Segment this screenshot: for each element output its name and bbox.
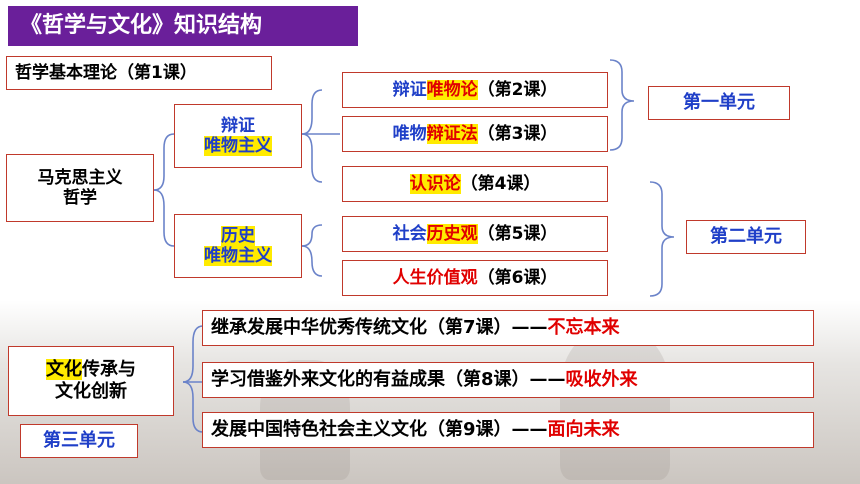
lesson-7-box: 继承发展中华优秀传统文化（第7课）——不忘本来 xyxy=(202,310,814,346)
culture-rest: 传承与 xyxy=(82,359,136,381)
marxist-philosophy-box: 马克思主义 哲学 xyxy=(6,154,154,222)
lesson-2-part-a: 辩证 xyxy=(392,79,427,100)
page-title: 《哲学与文化》知识结构 xyxy=(8,6,358,46)
lesson-3-part-a: 唯物 xyxy=(392,123,427,144)
lesson-4-part-c: （第4课） xyxy=(460,173,541,194)
lesson-5-box: 社会历史观（第5课） xyxy=(342,216,608,252)
lesson-2-box: 辩证唯物论（第2课） xyxy=(342,72,608,108)
lesson-7-part-b: 不忘本来 xyxy=(547,317,620,339)
culture-box: 文化传承与 文化创新 xyxy=(8,346,174,416)
lesson-9-box: 发展中国特色社会主义文化（第9课）——面向未来 xyxy=(202,412,814,448)
dialectical-line2: 唯物主义 xyxy=(204,136,272,157)
lesson-6-box: 人生价值观（第6课） xyxy=(342,260,608,296)
unit-2-label: 第二单元 xyxy=(710,226,782,248)
unit-1-label: 第一单元 xyxy=(683,92,755,114)
lesson-9-part-b: 面向未来 xyxy=(547,419,620,441)
dialectical-line1: 辩证 xyxy=(221,115,255,136)
historical-line2: 唯物主义 xyxy=(204,246,272,267)
lesson-4-box: 认识论（第4课） xyxy=(342,166,608,202)
unit-3-label: 第三单元 xyxy=(43,430,115,452)
dialectical-materialism-box: 辩证 唯物主义 xyxy=(174,104,302,168)
lesson-2-part-b: 唯物论 xyxy=(426,79,478,101)
marxist-line2: 哲学 xyxy=(63,188,97,208)
lesson-8-box: 学习借鉴外来文化的有益成果（第8课）——吸收外来 xyxy=(202,362,814,398)
background-statue xyxy=(560,330,670,480)
lesson-5-part-c: （第5课） xyxy=(477,223,558,244)
basic-theory-label: 哲学基本理论（第1课） xyxy=(15,62,197,83)
lesson-7-part-a: 继承发展中华优秀传统文化（第7课）—— xyxy=(211,317,548,339)
lesson-2-part-c: （第2课） xyxy=(477,79,558,100)
lesson-5-part-b: 历史观 xyxy=(426,223,478,245)
unit-1-box: 第一单元 xyxy=(648,86,790,120)
historical-materialism-box: 历史 唯物主义 xyxy=(174,214,302,278)
lesson-8-part-b: 吸收外来 xyxy=(565,369,638,391)
culture-line2: 文化创新 xyxy=(55,381,127,402)
lesson-9-part-a: 发展中国特色社会主义文化（第9课）—— xyxy=(211,419,548,441)
lesson-6-part-b: 人生价值观 xyxy=(392,267,478,288)
marxist-line1: 马克思主义 xyxy=(37,167,123,188)
lesson-3-part-c: （第3课） xyxy=(477,123,558,144)
lesson-3-box: 唯物辩证法（第3课） xyxy=(342,116,608,152)
lesson-4-part-b: 认识论 xyxy=(409,173,461,195)
lesson-6-part-c: （第6课） xyxy=(477,267,558,288)
culture-highlight: 文化 xyxy=(46,359,82,381)
basic-theory-box: 哲学基本理论（第1课） xyxy=(6,56,272,90)
historical-line1: 历史 xyxy=(221,225,255,246)
unit-3-box: 第三单元 xyxy=(20,424,138,458)
lesson-8-part-a: 学习借鉴外来文化的有益成果（第8课）—— xyxy=(211,369,566,391)
lesson-5-part-a: 社会 xyxy=(392,223,427,244)
unit-2-box: 第二单元 xyxy=(686,220,806,254)
lesson-3-part-b: 辩证法 xyxy=(426,123,478,145)
